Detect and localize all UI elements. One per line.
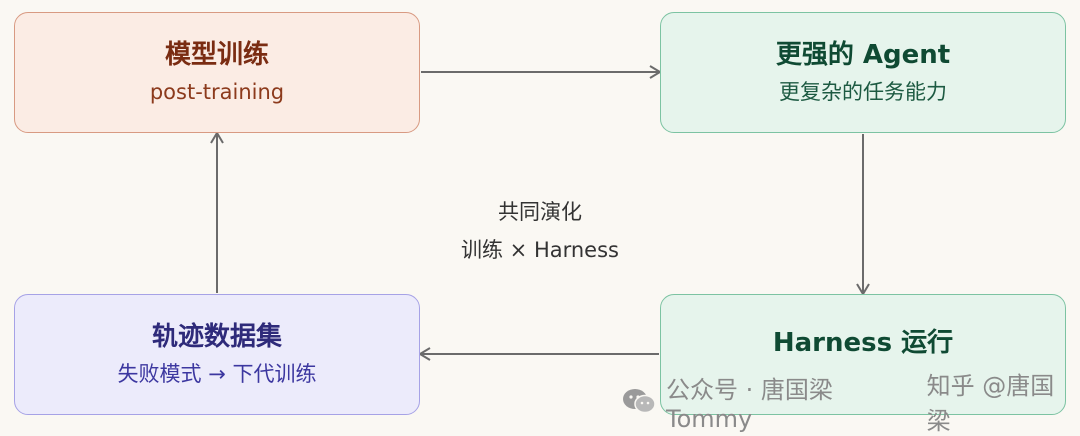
node-subtitle: post-training bbox=[149, 79, 285, 104]
center-caption-line2: 训练 × Harness bbox=[461, 238, 619, 262]
node-harness-run: Harness 运行 bbox=[660, 294, 1066, 415]
node-subtitle: 失败模式 → 下代训练 bbox=[117, 361, 317, 386]
wechat-icon bbox=[622, 388, 656, 414]
node-model-training: 模型训练 post-training bbox=[14, 12, 420, 133]
wechat-account-label: 公众号 · 唐国梁Tommy bbox=[666, 375, 833, 433]
node-subtitle: 更复杂的任务能力 bbox=[779, 79, 947, 104]
zhihu-label: 知乎 @唐国梁 bbox=[926, 372, 1055, 435]
node-title: Harness 运行 bbox=[772, 327, 954, 358]
node-title: 模型训练 bbox=[164, 40, 269, 71]
node-trajectory-dataset: 轨迹数据集 失败模式 → 下代训练 bbox=[14, 294, 420, 415]
node-stronger-agent: 更强的 Agent 更复杂的任务能力 bbox=[660, 12, 1066, 133]
node-title: 更强的 Agent bbox=[775, 40, 951, 71]
node-title: 轨迹数据集 bbox=[151, 322, 282, 353]
center-caption-line1: 共同演化 bbox=[498, 200, 582, 224]
source-watermark: 公众号 · 唐国梁Tommy 知乎 @唐国梁 bbox=[622, 366, 1080, 436]
